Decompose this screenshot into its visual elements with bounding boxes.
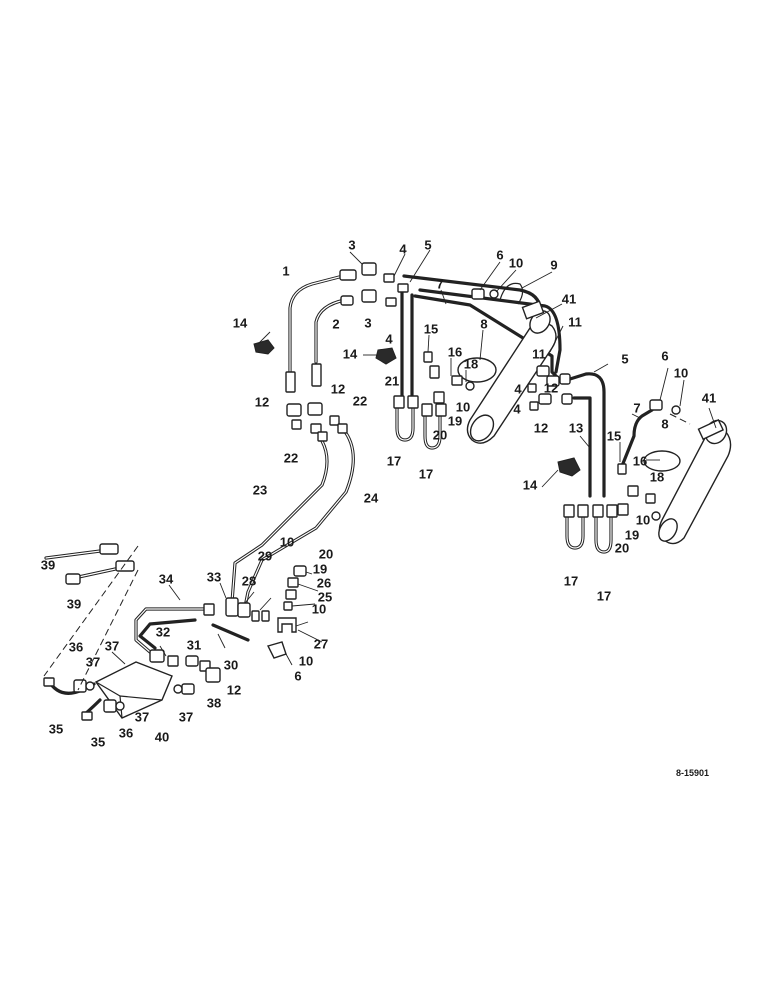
callout: 6: [294, 668, 301, 683]
callout: 4: [385, 331, 393, 346]
callout: 10: [299, 653, 313, 668]
callout: 18: [650, 469, 664, 484]
hydraulic-cylinder-41-right: [643, 418, 732, 545]
ring-clamp-8: [457, 357, 497, 383]
callout: 36: [119, 725, 133, 740]
callout: 10: [456, 399, 470, 414]
callout: 27: [314, 636, 328, 651]
callout: 25: [318, 589, 332, 604]
callout: 31: [187, 637, 201, 652]
callout: 2: [332, 316, 339, 331]
callout: 24: [364, 490, 379, 505]
callout: 22: [284, 450, 298, 465]
callout: 7: [436, 276, 443, 291]
callout: 19: [448, 413, 462, 428]
callout: 14: [343, 346, 358, 361]
callout: 18: [464, 356, 478, 371]
fittings: [43, 262, 681, 721]
figure-code: 8-15901: [676, 768, 709, 778]
callout: 12: [255, 394, 269, 409]
ring-clamp-8b: [643, 450, 681, 472]
callout: 10: [280, 534, 294, 549]
callout: 38: [207, 695, 221, 710]
callout: 35: [91, 734, 105, 749]
callout: 40: [155, 729, 169, 744]
callout: 11: [568, 314, 582, 329]
callout: 16: [633, 453, 647, 468]
callout: 17: [564, 573, 578, 588]
callout: 12: [331, 381, 345, 396]
callout: 23: [253, 482, 267, 497]
callout: 10: [674, 365, 688, 380]
callout: 13: [569, 420, 583, 435]
callout: 36: [69, 639, 83, 654]
callout: 26: [317, 575, 331, 590]
callout: 15: [607, 428, 621, 443]
callout: 34: [159, 571, 174, 586]
leader-lines: [111, 249, 717, 666]
callout: 6: [496, 247, 503, 262]
callout: 35: [49, 721, 63, 736]
callout: 14: [233, 315, 248, 330]
callout: 37: [105, 638, 119, 653]
callout: 12: [227, 682, 241, 697]
callout: 20: [319, 546, 333, 561]
callout: 19: [625, 527, 639, 542]
callout: 10: [509, 255, 523, 270]
callout: 3: [364, 315, 371, 330]
callout: 17: [597, 588, 611, 603]
callout: 41: [562, 291, 576, 306]
callout: 14: [523, 477, 538, 492]
callout: 4: [399, 241, 407, 256]
callout: 33: [207, 569, 221, 584]
callout: 37: [86, 654, 100, 669]
callout: 16: [448, 344, 462, 359]
callout: 5: [424, 237, 431, 252]
callout: 39: [67, 596, 81, 611]
callout: 11: [532, 346, 546, 361]
callout: 5: [621, 351, 628, 366]
callout: 28: [242, 573, 256, 588]
callout: 1: [282, 263, 289, 278]
callout: 20: [433, 427, 447, 442]
callout: 12: [544, 380, 558, 395]
callout: 8: [661, 416, 668, 431]
callout: 17: [387, 453, 401, 468]
callout: 8: [480, 316, 487, 331]
callout: 37: [135, 709, 149, 724]
dashed-guides: [43, 413, 691, 691]
callout: 29: [258, 548, 272, 563]
callout: 9: [550, 257, 557, 272]
callout: 37: [179, 709, 193, 724]
callout: 21: [385, 373, 399, 388]
callout: 6: [661, 348, 668, 363]
callout: 39: [41, 557, 55, 572]
callout: 41: [702, 390, 716, 405]
callout: 7: [633, 400, 640, 415]
callout: 17: [419, 466, 433, 481]
callout: 32: [156, 624, 170, 639]
callout: 10: [636, 512, 650, 527]
callout: 19: [313, 561, 327, 576]
callout: 10: [312, 601, 326, 616]
part-callouts: 1 2 3 3 4 4 5 6 10 9 41 7 8 11 14 14 15 …: [41, 237, 716, 749]
pipe-lines: [46, 274, 654, 717]
callout: 30: [224, 657, 238, 672]
callout: 12: [534, 420, 548, 435]
callout: 4: [513, 401, 521, 416]
callout: 22: [353, 393, 367, 408]
callout: 15: [424, 321, 438, 336]
callout: 4: [514, 381, 522, 396]
hose-loops-17: [395, 403, 613, 554]
callout: 3: [348, 237, 355, 252]
callout: 20: [615, 540, 629, 555]
